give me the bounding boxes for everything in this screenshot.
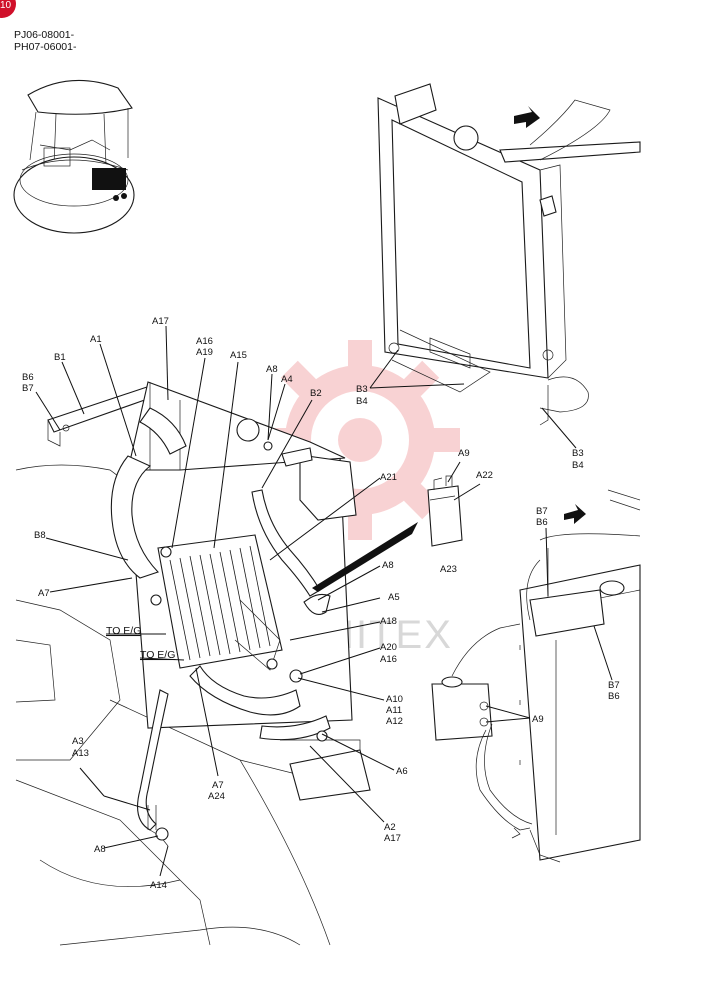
label-a9-top: A9 (458, 448, 470, 459)
label-a17-top: A17 (152, 316, 169, 327)
label-a24: A24 (208, 791, 225, 802)
label-a19: A19 (196, 347, 213, 358)
label-a9-right: A9 (532, 714, 544, 725)
label-a10: A10 (386, 694, 403, 705)
label-a6: A6 (396, 766, 408, 777)
label-b3-mid: B3 (356, 384, 368, 395)
label-b7-right-top: B7 (536, 506, 548, 517)
radiator-main-assembly (15, 381, 371, 946)
serial-number-2: PH07-06001- (14, 41, 77, 53)
label-b4-mid: B4 (356, 396, 368, 407)
label-b7-right: B7 (608, 680, 620, 691)
serial-number-1: PJ06-08001- (14, 29, 75, 41)
label-a17-bottom: A17 (384, 833, 401, 844)
label-a2: A2 (384, 822, 396, 833)
label-a7-left: A7 (38, 588, 50, 599)
label-a4: A4 (281, 374, 293, 385)
page-badge-number: 10 (0, 0, 12, 11)
label-a8-mid: A8 (382, 560, 394, 571)
label-b4-right: B4 (572, 460, 584, 471)
label-b1: B1 (54, 352, 66, 363)
label-b6-right: B6 (608, 691, 620, 702)
machine-location-thumbnail (13, 79, 135, 234)
callout-pointer-a23 (312, 522, 418, 592)
label-a23: A23 (440, 564, 457, 575)
label-a7-bottom: A7 (212, 780, 224, 791)
label-a22: A22 (476, 470, 493, 481)
to-eg-label-1: TO E/G (106, 625, 141, 637)
leader-lines (35, 325, 613, 877)
to-eg-label-2: TO E/G (140, 649, 175, 661)
label-b2: B2 (310, 388, 322, 399)
label-b8: B8 (34, 530, 46, 541)
label-a3: A3 (72, 736, 84, 747)
label-b3-right: B3 (572, 448, 584, 459)
page-badge: 10 (0, 0, 16, 18)
label-a21: A21 (380, 472, 397, 483)
label-a8-bottom: A8 (94, 844, 106, 855)
label-b6-left: B6 (22, 372, 34, 383)
label-a16-top: A16 (196, 336, 213, 347)
label-a16-mid: A16 (380, 654, 397, 665)
label-a5: A5 (388, 592, 400, 603)
radiator-frame-rear-view (377, 83, 641, 426)
label-b6-right-top: B6 (536, 517, 548, 528)
label-a18: A18 (380, 616, 397, 627)
label-a8-top: A8 (266, 364, 278, 375)
label-a15: A15 (230, 350, 247, 361)
label-a11: A11 (386, 705, 402, 716)
label-b7-left: B7 (22, 383, 34, 394)
label-a20: A20 (380, 642, 397, 653)
label-a14: A14 (150, 880, 167, 891)
radiator-side-view-with-tank (431, 489, 641, 863)
bracket-a23-detail (427, 475, 463, 547)
callout-labels: A1 A17 A16 A19 A15 A8 A4 B2 B1 B6 B7 B8 … (22, 316, 620, 891)
label-a12: A12 (386, 716, 403, 727)
label-a1: A1 (90, 334, 102, 345)
label-a13: A13 (72, 748, 89, 759)
